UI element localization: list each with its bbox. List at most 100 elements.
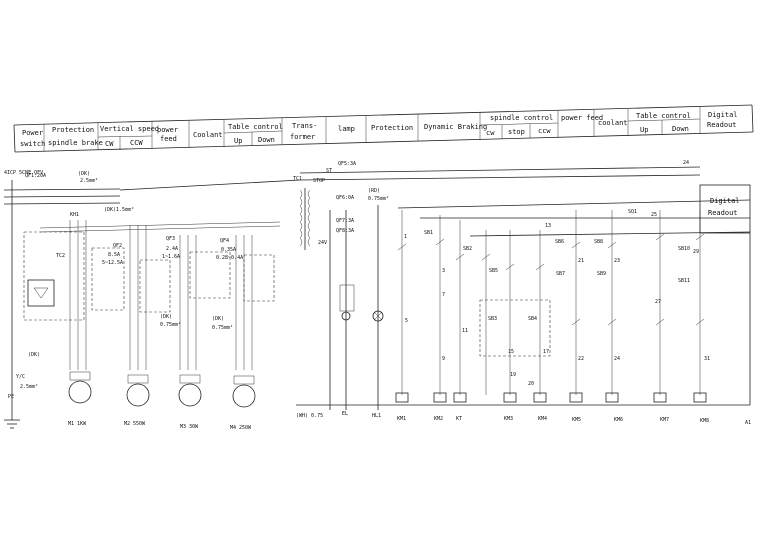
hdr-digital: Digital	[708, 111, 738, 119]
node-13: 13	[545, 223, 551, 229]
dk4-wire: 0.75mm²	[212, 325, 233, 331]
node-3: 3	[442, 268, 445, 274]
kh2-val: 5~12.5A	[102, 260, 123, 266]
dk3-label: (DK)	[160, 314, 172, 320]
coil-kt	[453, 392, 467, 403]
qf6-label: QF6:0A	[336, 195, 354, 201]
coil-km8	[693, 392, 707, 403]
qf2-val: 8.5A	[108, 252, 120, 258]
hdr-tc-down: Down	[258, 136, 275, 144]
km1-label: KM1	[397, 416, 406, 422]
coil-km4	[533, 392, 547, 403]
lamp-hl-icon	[341, 311, 351, 321]
hdr-protection2: Protection	[371, 124, 413, 132]
qf4-label: QF4	[220, 238, 229, 244]
header-table: Power switch Protection spindle brake Ve…	[13, 104, 754, 153]
hdr-power-feed2: power feed	[561, 114, 603, 122]
hdr-tc2-down: Down	[672, 125, 689, 133]
digital-readout-box: Digital Readout	[699, 184, 751, 405]
node-7: 7	[442, 292, 445, 298]
coil-km2	[433, 392, 447, 403]
dk-m1: (DK)	[28, 352, 40, 358]
km6-label: KM6	[614, 417, 623, 423]
node-21: 21	[578, 258, 584, 264]
qf5-label: QF5:3A	[338, 161, 356, 167]
motor-m3	[178, 383, 202, 407]
km3-label: KM3	[504, 416, 513, 422]
node-31: 31	[704, 356, 710, 362]
rd-wire: 0.75mm²	[368, 196, 389, 202]
hdr-tc-up: Up	[234, 137, 242, 145]
supply-label: 4ICP 5CNE QFV	[4, 170, 43, 176]
qf2-label: QF2	[113, 243, 122, 249]
hl1-label: HL1	[372, 413, 381, 419]
node-9: 9	[442, 356, 445, 362]
coil-km7	[653, 392, 667, 403]
tc2-label: TC2	[56, 253, 65, 259]
sb9-label: SB9	[597, 271, 606, 277]
hdr-vs-ccw: CCW	[130, 139, 143, 147]
node-23: 23	[614, 258, 620, 264]
m1-label: M1 1KW	[68, 421, 87, 427]
qf1-label: QF1:20A	[25, 173, 46, 179]
wire-1-5: (DK)1.5mm²	[104, 207, 134, 213]
coil-km6	[605, 392, 619, 403]
transformer-section: TC1 QF5:3A ST STOP QF6:0A (RD) 0.75mm² Q…	[293, 161, 750, 419]
node-17: 17	[543, 349, 549, 355]
sb7-label: SB7	[556, 271, 565, 277]
node-11: 11	[462, 328, 468, 334]
motor-m1	[68, 380, 92, 404]
lamp-fuse	[339, 284, 355, 312]
qf3-rng: 1~1.6A	[162, 254, 180, 260]
v24-label: 24V	[318, 240, 327, 246]
rectifier-block	[27, 279, 55, 307]
node-29: 29	[693, 249, 699, 255]
node-25: 25	[651, 212, 657, 218]
node-27: 27	[655, 299, 661, 305]
hdr-transformer-2: former	[290, 133, 315, 141]
qf4-rng: 0.28~0.4A	[216, 255, 243, 261]
qf3-val: 2.4A	[166, 246, 178, 252]
qf7-label: QF7:3A	[336, 218, 354, 224]
m4-label: M4 250W	[230, 425, 252, 431]
hdr-power-1: Power	[22, 129, 43, 137]
hdr-sc-stop: stop	[508, 128, 525, 136]
sb1-label: SB1	[424, 230, 433, 236]
hdr-table-control2: Table control	[636, 112, 691, 120]
node-20: 20	[528, 381, 534, 387]
hdr-dynamic-braking: Dynamic Braking	[424, 123, 487, 131]
control-section: KM1 KM2 KT KM3 KM4 KM5 KM6 KM7 KM8 A1 SB…	[395, 199, 751, 426]
sb6-label: SB6	[555, 239, 564, 245]
qf3-label: QF3	[166, 236, 175, 242]
pe-label: PE	[8, 394, 14, 400]
sb3-label: SB3	[488, 316, 497, 322]
el-label: EL	[342, 411, 348, 417]
hdr-transformer-1: Trans-	[292, 122, 317, 130]
kh1-label: KH1	[70, 212, 79, 218]
lamp-el-icon	[372, 310, 384, 322]
hdr-power-2: switch	[20, 140, 45, 148]
node-15: 15	[508, 349, 514, 355]
motor-m4	[232, 384, 256, 408]
node-22: 22	[578, 356, 584, 362]
qf4-val: 0.35A	[221, 247, 236, 253]
km4-label: KM4	[538, 416, 547, 422]
km8-label: KM8	[700, 418, 709, 424]
hdr-vs-cw: CW	[105, 140, 114, 148]
tc1-label: TC1	[293, 176, 302, 182]
hdr-power-feed-2: feed	[160, 135, 177, 143]
sq1-label: SQ1	[628, 209, 637, 215]
st-label: ST	[326, 168, 332, 174]
wire-ground: (WH) 0.75	[296, 413, 323, 419]
hdr-sc-ccw: ccw	[538, 127, 551, 135]
m3-label: M3 30W	[180, 424, 199, 430]
node-1: 1	[404, 234, 407, 240]
dk4-label: (DK)	[212, 316, 224, 322]
m2-label: M2 550W	[124, 421, 146, 427]
readout-line1: Digital	[710, 197, 740, 205]
stop-label: STOP	[313, 178, 325, 184]
node-24: 24	[614, 356, 620, 362]
rd-label: (RD)	[368, 188, 380, 194]
